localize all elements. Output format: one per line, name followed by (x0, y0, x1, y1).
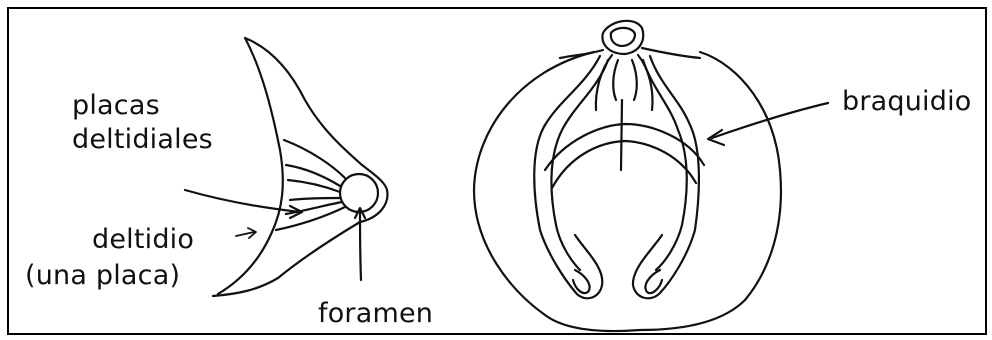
deltidial-plate-inner-1 (286, 165, 340, 186)
shell-side-view (185, 38, 387, 296)
lobe-right-inner (645, 270, 662, 293)
transverse-band-inner (552, 141, 696, 188)
brachidium-inner-right (643, 60, 687, 270)
brachidium-outer-right (633, 56, 699, 298)
arrow-to-braquidio (712, 103, 828, 138)
label-una-placa: (una placa) (25, 262, 180, 289)
arrow-to-foramen (360, 210, 361, 280)
crura-center-right (632, 60, 637, 100)
label-deltidiales: deltidiales (72, 126, 213, 153)
label-braquidio: braquidio (842, 88, 972, 115)
hinge-line-left (560, 50, 603, 58)
beak-outline (602, 21, 643, 54)
lobe-left-inner (573, 270, 590, 293)
brachidium-outer-left (534, 56, 602, 298)
brachidium-inner-left (551, 60, 608, 270)
shell-outline-lower (213, 222, 360, 296)
label-deltidio: deltidio (92, 226, 194, 253)
shell-outline-dorsal (474, 52, 781, 331)
shell-outline-upper (245, 38, 387, 190)
label-placas: placas (72, 92, 160, 119)
beak-inner (611, 28, 635, 46)
foramen-opening (340, 174, 378, 212)
crura-left (596, 55, 612, 110)
deltidial-plate-inner-3 (290, 198, 340, 200)
crura-center-left (613, 60, 618, 100)
valve-hinge-line (218, 38, 283, 294)
label-foramen: foramen (318, 300, 433, 327)
brachidium-view (474, 21, 828, 331)
median-septum (621, 100, 622, 170)
